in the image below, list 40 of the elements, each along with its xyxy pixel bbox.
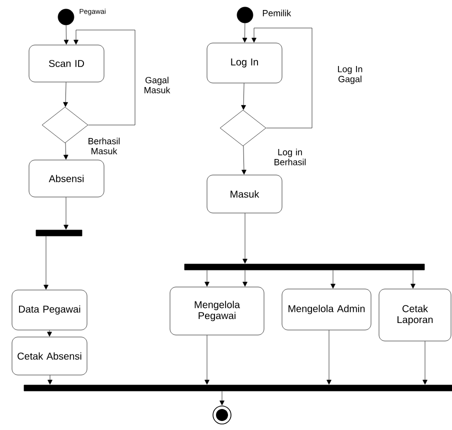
arrow <box>220 391 224 406</box>
activity-box: Cetak Absensi <box>12 336 88 376</box>
arrow <box>241 83 246 110</box>
edge-label: Log in Berhasil <box>269 148 311 166</box>
arrow <box>422 341 428 385</box>
activity-box: Cetak Laporan <box>378 288 452 342</box>
arrow <box>242 213 248 264</box>
arrow <box>63 142 68 160</box>
arrow <box>63 82 68 107</box>
activity-box: Log In <box>206 42 282 84</box>
arrow <box>64 197 68 230</box>
decision-diamond <box>42 106 88 144</box>
arrow <box>64 25 69 45</box>
arrow <box>74 30 136 126</box>
start-node <box>236 6 254 24</box>
decision-diamond <box>220 110 266 146</box>
arrow <box>326 330 332 385</box>
edge-label: Log In Gagal <box>329 65 371 85</box>
arrow <box>48 375 52 385</box>
arrow <box>252 28 312 128</box>
arrow <box>204 270 210 287</box>
arrow <box>44 236 48 290</box>
start-node <box>58 8 74 26</box>
arrow <box>242 23 248 43</box>
arrow <box>47 330 52 337</box>
actor-label: Pemilik <box>262 10 292 16</box>
arrow <box>242 146 246 175</box>
activity-box: Scan ID <box>28 44 104 82</box>
activity-box: Mengelola Admin <box>282 288 372 330</box>
activity-box: Absensi <box>28 160 104 198</box>
activity-box: Masuk <box>206 174 282 214</box>
edge-label: Berhasil Masuk <box>83 136 125 156</box>
arrow <box>330 270 336 289</box>
arrow <box>204 335 210 385</box>
activity-box: Data Pegawai <box>12 290 88 330</box>
activity-box: Mengelola Pegawai <box>170 286 264 336</box>
arrow <box>410 270 416 289</box>
edge-label: Gagal Masuk <box>136 76 178 94</box>
end-node <box>212 406 232 424</box>
arrow <box>242 270 248 287</box>
